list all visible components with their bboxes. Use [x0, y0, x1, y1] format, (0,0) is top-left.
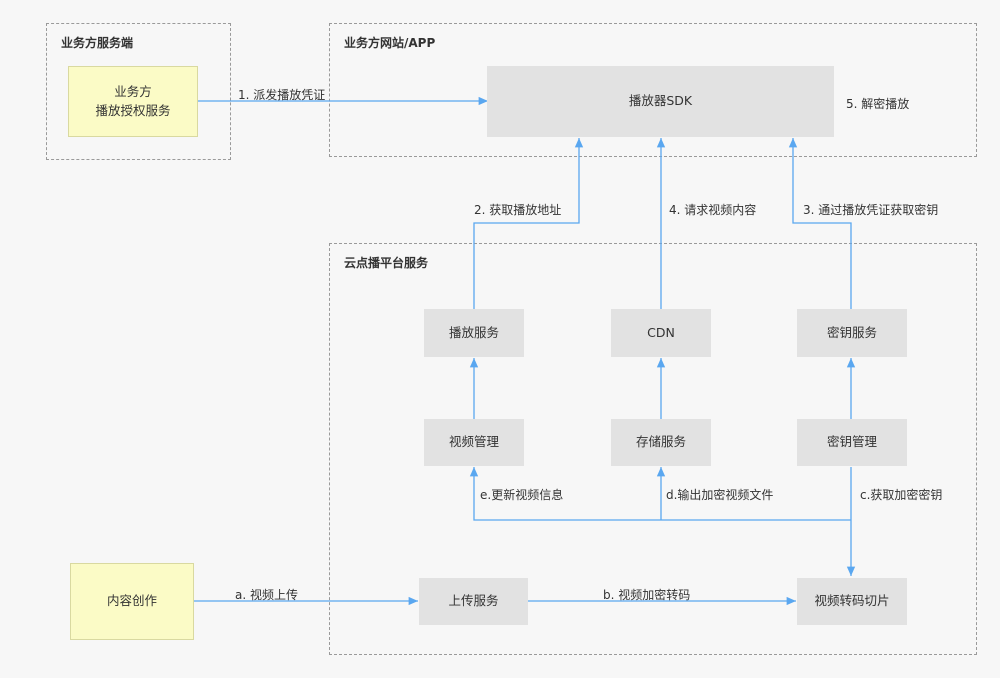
edge-3-get-key — [788, 138, 852, 309]
node-play-service: 播放服务 — [424, 309, 524, 357]
group-biz-server: 业务方服务端 — [46, 23, 231, 160]
node-auth-service-line1: 业务方 — [114, 83, 152, 99]
label-edge-1: 1. 派发播放凭证 — [238, 88, 326, 102]
label-edge-b: b. 视频加密转码 — [603, 588, 691, 602]
group-biz-server-title: 业务方服务端 — [61, 36, 134, 50]
node-key-service: 密钥服务 — [797, 309, 907, 357]
node-player-sdk: 播放器SDK — [487, 66, 834, 137]
label-edge-4: 4. 请求视频内容 — [669, 203, 757, 217]
group-biz-site-title: 业务方网站/APP — [344, 36, 436, 50]
node-video-mgmt: 视频管理 — [424, 419, 524, 466]
node-storage-service: 存储服务 — [611, 419, 711, 466]
label-edge-d: d.输出加密视频文件 — [666, 488, 774, 502]
node-auth-service-line2: 播放授权服务 — [95, 102, 171, 118]
label-edge-a: a. 视频上传 — [235, 588, 298, 602]
node-key-mgmt: 密钥管理 — [797, 419, 907, 466]
edge-2-get-play-url — [473, 138, 584, 309]
group-vod-platform-title: 云点播平台服务 — [344, 256, 429, 270]
node-transcode-slice: 视频转码切片 — [797, 578, 907, 625]
label-edge-2: 2. 获取播放地址 — [474, 203, 562, 217]
label-edge-3: 3. 通过播放凭证获取密钥 — [803, 203, 939, 217]
group-vod-platform: 云点播平台服务 — [329, 243, 977, 655]
node-cdn: CDN — [611, 309, 711, 357]
label-edge-e: e.更新视频信息 — [480, 488, 564, 502]
node-content-creation: 内容创作 — [70, 563, 194, 640]
group-biz-site: 业务方网站/APP — [329, 23, 977, 157]
node-auth-service: 业务方 播放授权服务 — [68, 66, 198, 137]
label-edge-c: c.获取加密密钥 — [860, 488, 943, 502]
edge-e-update-video-info — [469, 467, 851, 521]
label-edge-5: 5. 解密播放 — [846, 97, 910, 111]
node-upload-service: 上传服务 — [419, 578, 528, 625]
